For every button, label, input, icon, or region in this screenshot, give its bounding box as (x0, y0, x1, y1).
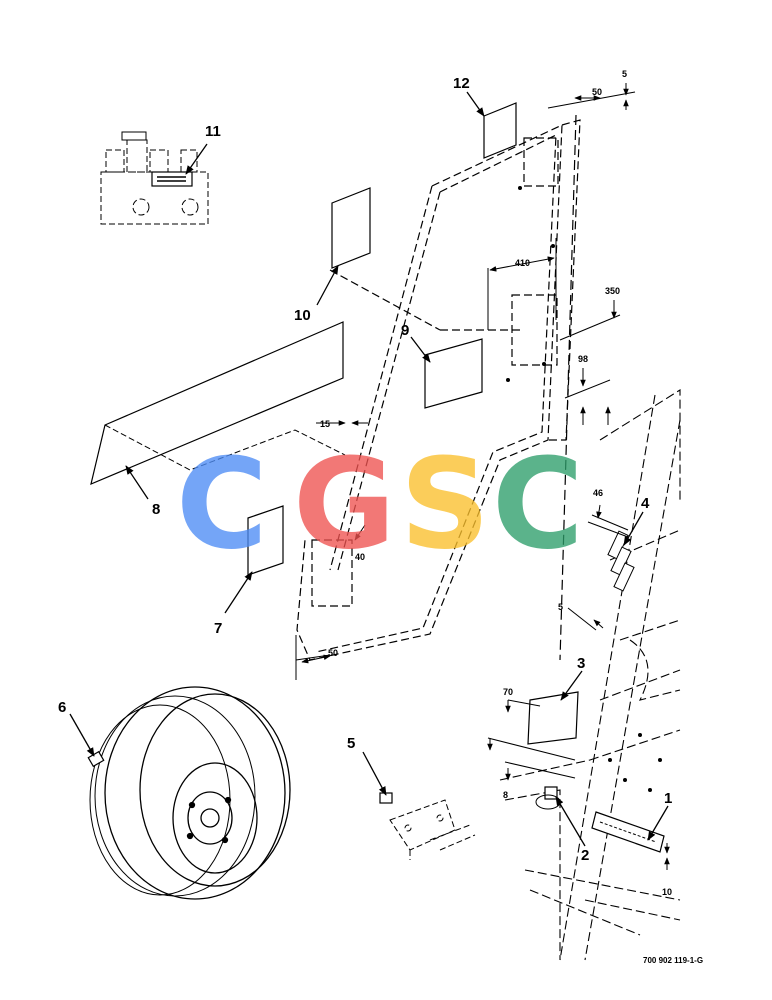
callout-10: 10 (294, 307, 311, 324)
decal-9 (424, 338, 483, 409)
decal-6 (87, 750, 105, 768)
callout-8: 8 (152, 501, 160, 518)
dim-98: 98 (578, 354, 588, 364)
dim-410: 410 (515, 258, 530, 268)
decal-4 (607, 530, 635, 592)
callout-5: 5 (347, 735, 355, 752)
frame-drawing (499, 389, 681, 961)
callout-6: 6 (58, 699, 66, 716)
callout-2: 2 (581, 847, 589, 864)
decal-10 (331, 187, 371, 269)
callout-11: 11 (205, 123, 221, 140)
dimension-lines (295, 83, 670, 870)
control-box-drawing (100, 131, 209, 225)
dim-50-bottom: 50 (328, 648, 338, 658)
callout-12: 12 (453, 75, 470, 92)
callout-4: 4 (641, 495, 650, 512)
decal-2 (544, 786, 558, 800)
decal-8 (90, 321, 344, 486)
callout-3: 3 (577, 655, 585, 672)
dim-10: 10 (662, 887, 672, 897)
callout-1: 1 (664, 790, 672, 807)
figure-id: 700 902 119-1-G (643, 956, 703, 965)
dim-46: 46 (593, 488, 603, 498)
dim-70: 70 (503, 687, 513, 697)
watermark-letter-c2: C (492, 432, 584, 577)
watermark-letter-g: G (293, 432, 396, 577)
dim-5-mid: 5 (558, 602, 563, 612)
cab-door-drawing (296, 114, 581, 661)
callout-7: 7 (214, 620, 222, 637)
decal-7 (247, 505, 284, 576)
dim-50-top: 50 (592, 87, 602, 97)
watermark-letter-c1: C (176, 432, 268, 577)
dim-15: 15 (320, 419, 330, 429)
dim-40: 40 (355, 552, 365, 562)
wheel-drawing (89, 686, 291, 900)
dim-8: 8 (503, 790, 508, 800)
bracket-drawing (389, 799, 476, 860)
leader-lines (69, 91, 669, 847)
decal-1 (591, 811, 665, 853)
watermark-letter-s: S (400, 432, 490, 577)
decal-11 (151, 171, 193, 187)
dim-350: 350 (605, 286, 620, 296)
frame-dots (506, 186, 662, 792)
watermark: C G S C (176, 432, 584, 577)
dim-5-top: 5 (622, 69, 627, 79)
callout-9: 9 (401, 322, 409, 339)
decal-3 (527, 691, 579, 745)
decal-12 (483, 102, 517, 159)
